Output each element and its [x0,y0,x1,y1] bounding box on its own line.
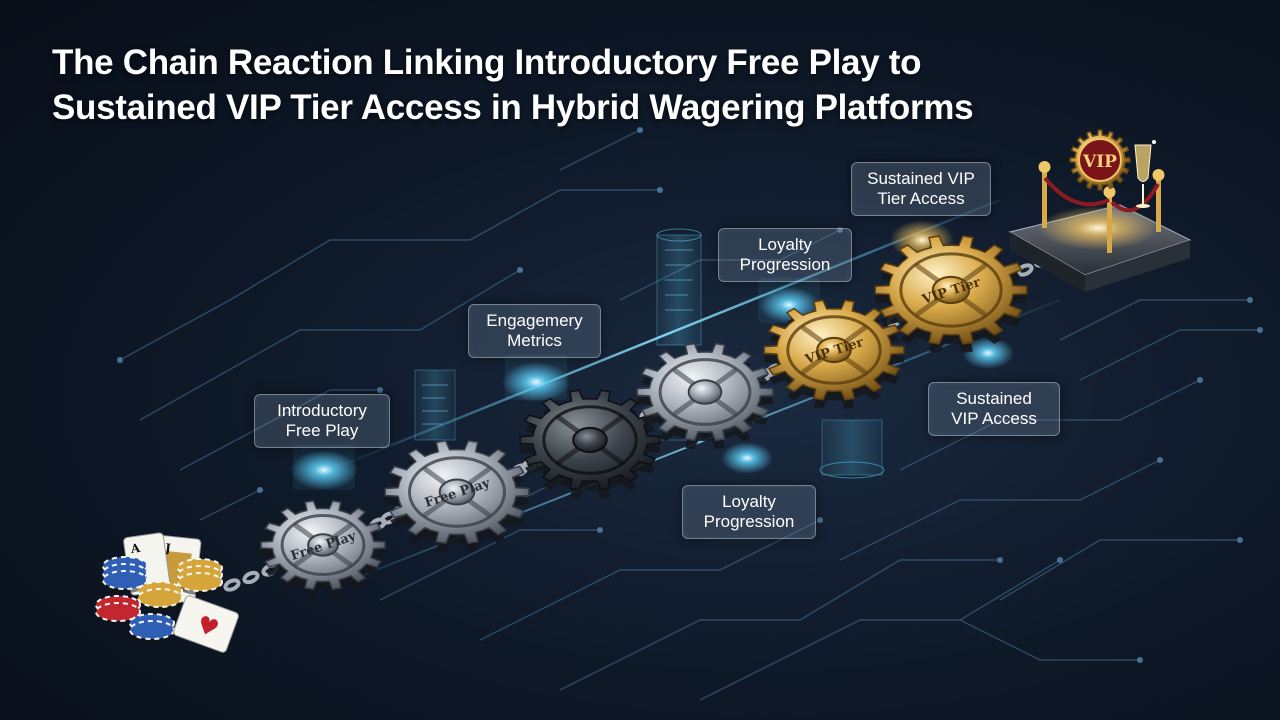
svg-text:VIP: VIP [1082,152,1117,172]
label-loyalty-progression-top: Loyalty Progression [718,228,852,282]
card-ace-hearts: ♥ [173,595,239,653]
label-sustained-vip-access: Sustained VIP Access [928,382,1060,436]
label-engagement-metrics: Engagemery Metrics [468,304,601,358]
svg-text:A: A [129,541,142,556]
label-engagement-line1: Engagemery [486,311,583,330]
holo-data-cylinders [414,228,885,479]
label-loyalty-top-line2: Progression [739,255,831,274]
gear-1: Free Play [260,500,386,599]
gear-4 [636,342,774,450]
vip-pedestal: VIP [1008,129,1192,292]
chain-link [242,570,260,585]
label-sustained-top-line2: Tier Access [877,189,965,208]
label-loyalty-progression-bottom: Loyalty Progression [682,485,816,539]
gear-5: VIP Tier [763,299,905,409]
label-loyalty-top-line1: Loyalty [758,235,812,254]
page-title: The Chain Reaction Linking Introductory … [52,40,1152,130]
gear-2: Free Play [384,439,530,553]
poker-chip-stack [137,581,183,611]
poker-chip-stack [95,595,141,625]
poker-chips-and-cards: J A ♥ [95,532,239,653]
title-line-1: The Chain Reaction Linking Introductory … [52,43,922,82]
label-sustained-vip-tier-access: Sustained VIP Tier Access [851,162,991,216]
gear-6: VIP Tier [874,235,1028,353]
chain-link [1016,263,1034,277]
poker-chip-stack [102,556,148,593]
poker-chip-stack [129,613,175,643]
title-line-2: Sustained VIP Tier Access in Hybrid Wage… [52,88,974,127]
label-sustained-right-line1: Sustained [956,389,1032,408]
label-introductory-free-play: Introductory Free Play [254,394,390,448]
label-engagement-line2: Metrics [507,331,562,350]
glow-projectors [290,220,1014,490]
label-sustained-top-line1: Sustained VIP [867,169,975,188]
svg-text:J: J [163,541,171,556]
label-loyalty-bottom-line2: Progression [703,512,795,531]
chain-link [223,578,241,592]
label-loyalty-bottom-line1: Loyalty [722,492,776,511]
champagne-glass-icon [1134,140,1156,208]
poker-chip-stack [177,558,223,595]
vip-badge: VIP [1069,129,1131,191]
label-introductory-line1: Introductory [277,401,367,420]
label-sustained-right-line2: VIP Access [951,409,1037,428]
label-introductory-line2: Free Play [285,421,359,440]
gear-3 [519,389,661,499]
velvet-rope-stanchions [1038,161,1165,253]
